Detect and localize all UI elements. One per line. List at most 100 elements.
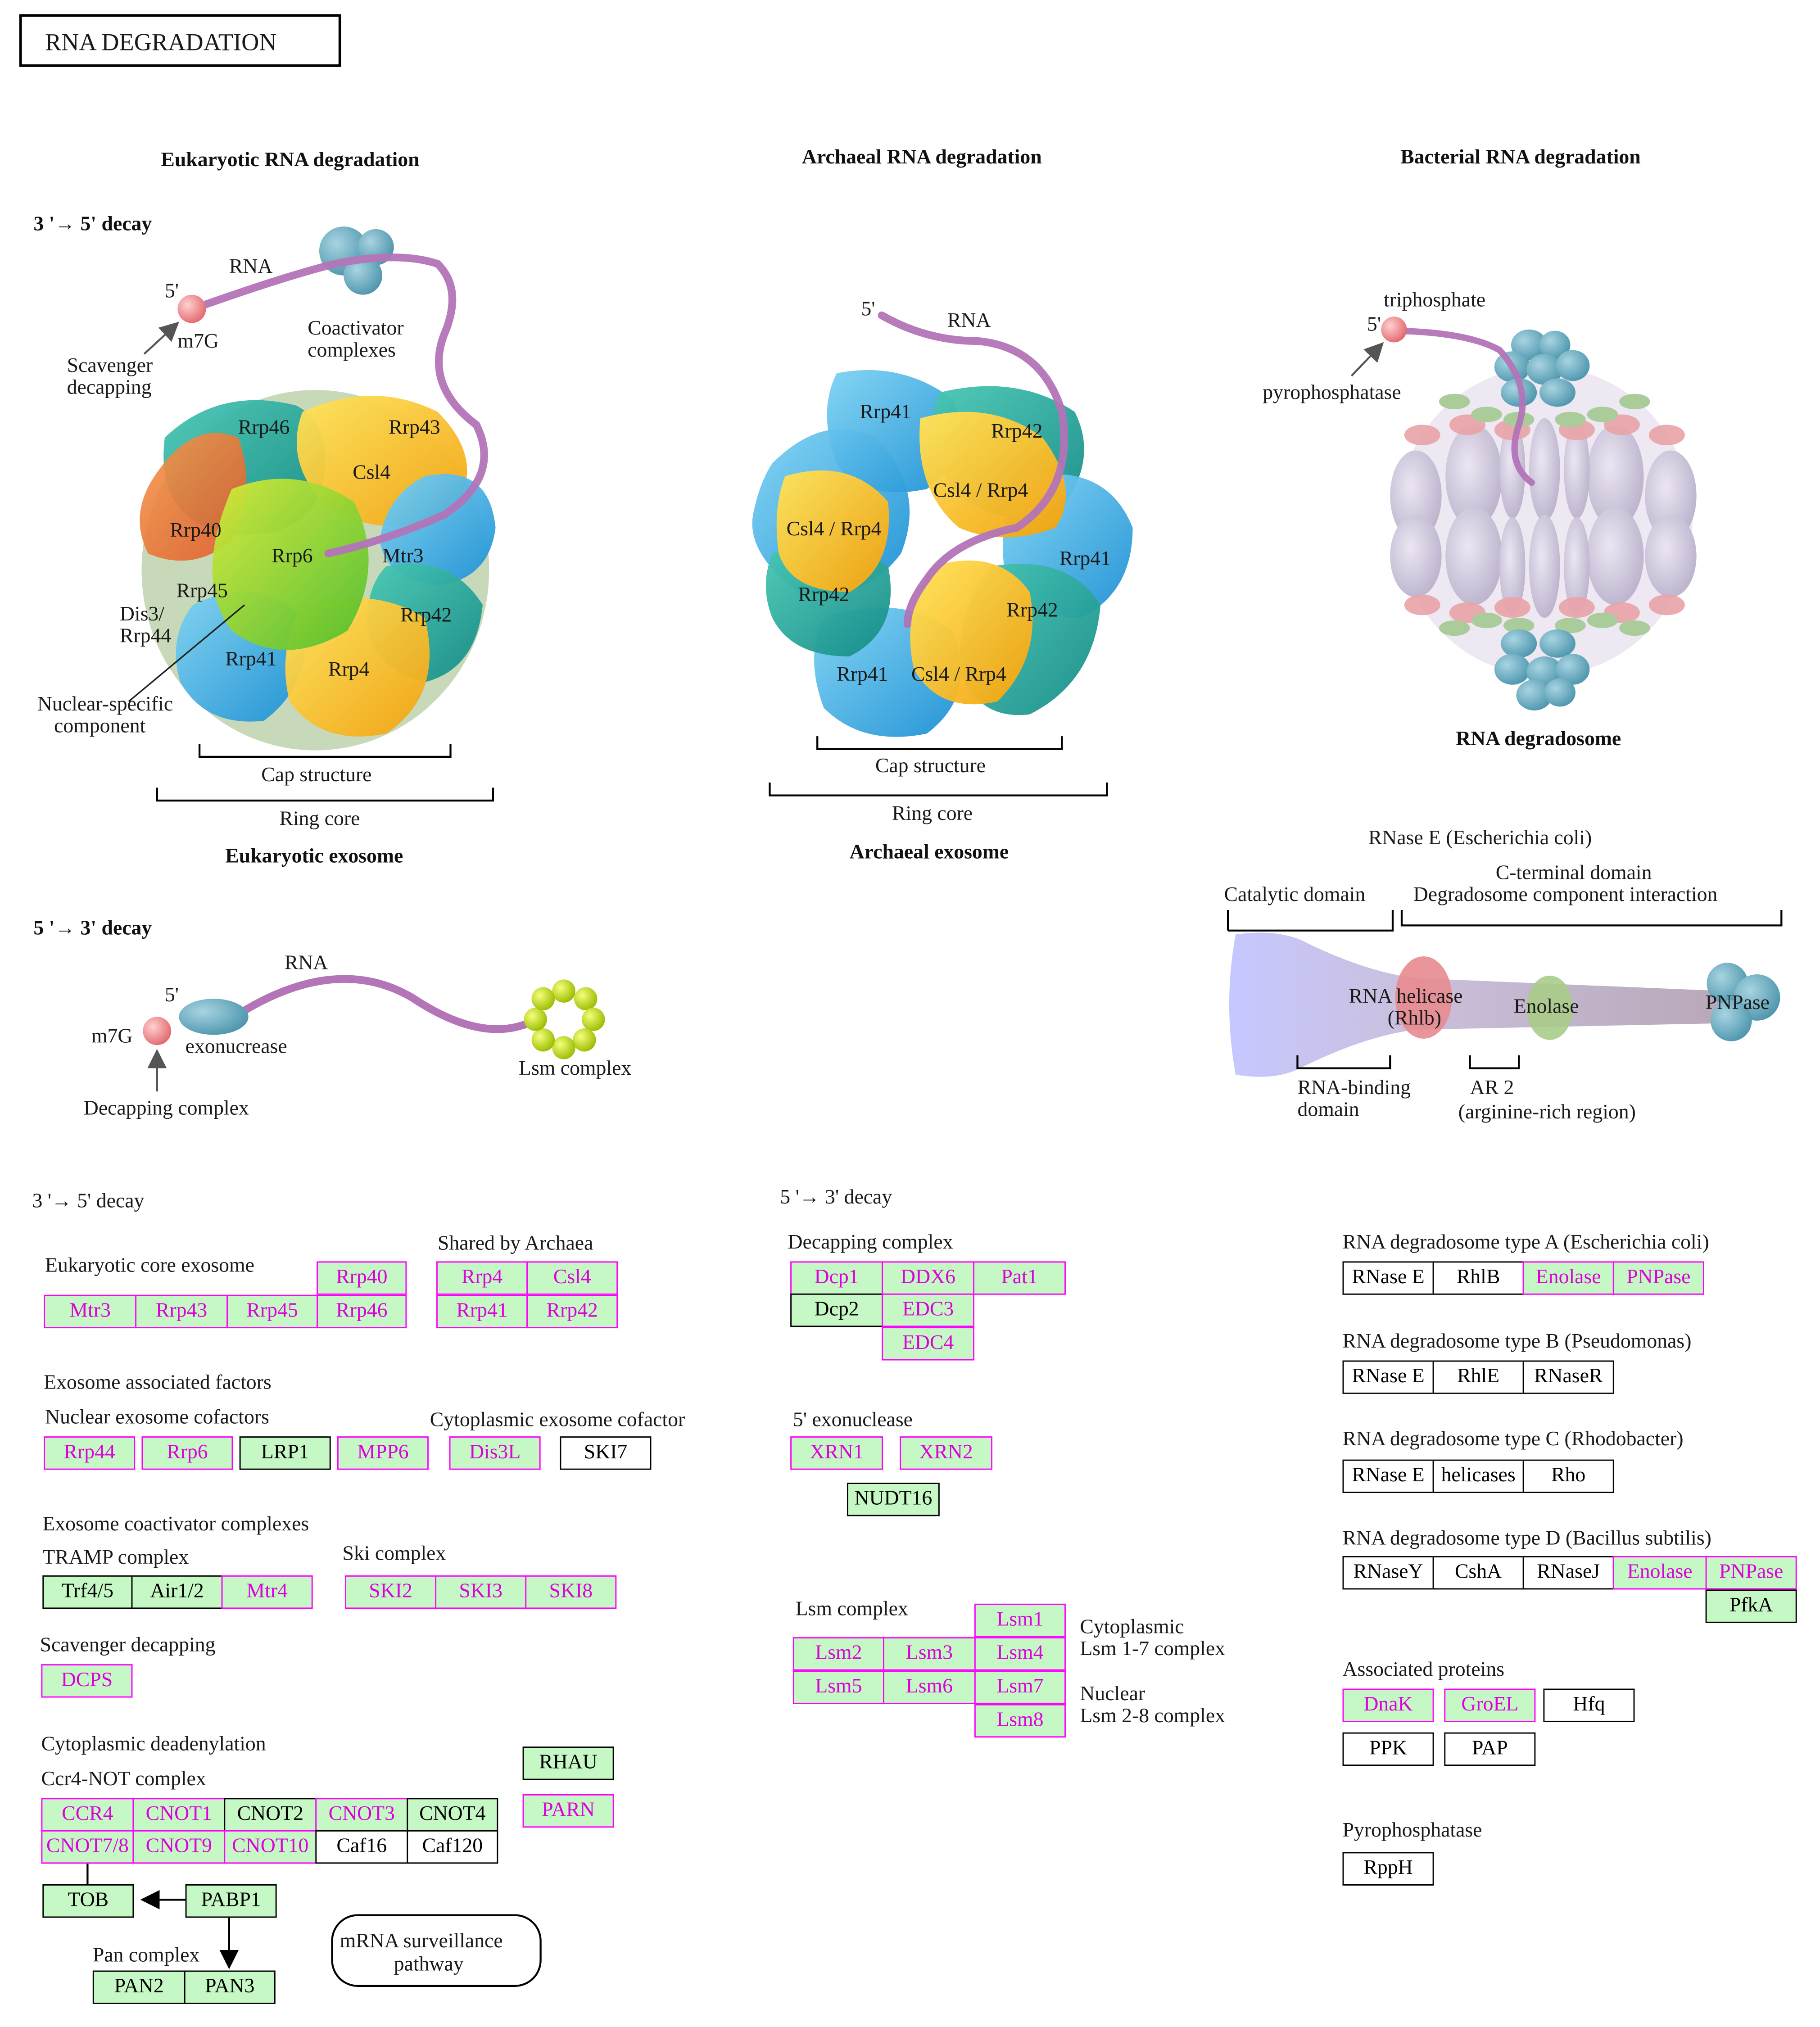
- gene-RhlB[interactable]: RhlB: [1432, 1261, 1524, 1295]
- gene-Enolase-A[interactable]: Enolase: [1522, 1261, 1614, 1295]
- arch-rrp41-bottom: Rrp41: [837, 664, 888, 686]
- gene-Rrp43[interactable]: Rrp43: [135, 1294, 228, 1329]
- gene-SKI2[interactable]: SKI2: [345, 1575, 437, 1609]
- gene-XRN1[interactable]: XRN1: [790, 1436, 883, 1470]
- arch-rrp42-left: Rrp42: [798, 584, 850, 606]
- gene-CNOT4[interactable]: CNOT4: [407, 1798, 498, 1832]
- gene-Lsm7[interactable]: Lsm7: [974, 1670, 1066, 1704]
- gene-Dis3L[interactable]: Dis3L: [449, 1436, 541, 1470]
- gene-PAN2[interactable]: PAN2: [92, 1970, 186, 2004]
- gene-RHAU[interactable]: RHAU: [522, 1746, 614, 1780]
- gene-Rrp6[interactable]: Rrp6: [141, 1436, 233, 1470]
- gene-SKI3[interactable]: SKI3: [435, 1575, 527, 1609]
- gene-TOB[interactable]: TOB: [42, 1884, 134, 1918]
- decay53-illustration: [143, 975, 605, 1092]
- section-decapping: Decapping complex: [788, 1231, 953, 1254]
- gene-RppH[interactable]: RppH: [1342, 1852, 1434, 1886]
- d53-m7g: m7G: [91, 1026, 133, 1048]
- gene-CNOT78[interactable]: CNOT7/8: [41, 1830, 134, 1864]
- gene-Dcp2[interactable]: Dcp2: [790, 1293, 883, 1327]
- gene-PABP1[interactable]: PABP1: [185, 1884, 277, 1918]
- gene-PNPase-D[interactable]: PNPase: [1705, 1556, 1797, 1590]
- d53-exonuclease: exonucrease: [185, 1036, 287, 1058]
- gene-Air12[interactable]: Air1/2: [131, 1575, 223, 1609]
- gene-CNOT9[interactable]: CNOT9: [132, 1830, 226, 1864]
- gene-Rrp41[interactable]: Rrp41: [436, 1294, 528, 1329]
- gene-RNaseE-A[interactable]: RNase E: [1342, 1261, 1434, 1295]
- gene-PAN3[interactable]: PAN3: [184, 1970, 276, 2004]
- gene-Rrp46[interactable]: Rrp46: [317, 1294, 407, 1329]
- section-deadenylation: Cytoplasmic deadenylation: [41, 1733, 266, 1756]
- euk-rrp43: Rrp43: [389, 417, 440, 439]
- gene-Rho[interactable]: Rho: [1522, 1459, 1614, 1493]
- header-eukaryotic: Eukaryotic RNA degradation: [161, 149, 420, 172]
- gene-PNPase-A[interactable]: PNPase: [1612, 1261, 1704, 1295]
- gene-Csl4[interactable]: Csl4: [526, 1261, 618, 1295]
- gene-Mtr4[interactable]: Mtr4: [221, 1575, 313, 1609]
- euk-complexes: complexes: [308, 339, 396, 362]
- gene-PARN[interactable]: PARN: [522, 1794, 614, 1828]
- section-ccr4-not: Ccr4-NOT complex: [41, 1768, 206, 1791]
- gene-Caf16[interactable]: Caf16: [315, 1830, 408, 1864]
- gene-GroEL[interactable]: GroEL: [1444, 1688, 1536, 1722]
- gene-CNOT1[interactable]: CNOT1: [132, 1798, 226, 1832]
- gene-SKI8[interactable]: SKI8: [525, 1575, 617, 1609]
- gene-DDX6[interactable]: DDX6: [882, 1261, 974, 1295]
- gene-helicases[interactable]: helicases: [1432, 1459, 1524, 1493]
- gene-Lsm4[interactable]: Lsm4: [974, 1637, 1066, 1671]
- gene-MPP6[interactable]: MPP6: [337, 1436, 429, 1470]
- gene-RNaseR[interactable]: RNaseR: [1522, 1360, 1614, 1394]
- gene-EDC4[interactable]: EDC4: [882, 1327, 974, 1361]
- gene-Rrp45[interactable]: Rrp45: [226, 1294, 318, 1329]
- gene-Rrp40[interactable]: Rrp40: [317, 1261, 407, 1295]
- gene-Rrp44[interactable]: Rrp44: [44, 1436, 136, 1470]
- section-coactivator: Exosome coactivator complexes: [42, 1513, 309, 1536]
- gene-Lsm5[interactable]: Lsm5: [792, 1670, 884, 1704]
- section-typeC: RNA degradosome type C (Rhodobacter): [1342, 1429, 1684, 1451]
- rnase-rhlb: (Rhlb): [1387, 1008, 1442, 1030]
- gene-Lsm6[interactable]: Lsm6: [883, 1670, 976, 1704]
- gene-EDC3[interactable]: EDC3: [882, 1293, 974, 1327]
- gene-Enolase-D[interactable]: Enolase: [1612, 1556, 1707, 1590]
- gene-Pat1[interactable]: Pat1: [973, 1261, 1066, 1295]
- gene-Hfq[interactable]: Hfq: [1543, 1688, 1635, 1722]
- gene-PfkA[interactable]: PfkA: [1705, 1589, 1797, 1623]
- section-cyto-cofactor: Cytoplasmic exosome cofactor: [430, 1409, 685, 1431]
- gene-CNOT3[interactable]: CNOT3: [315, 1798, 408, 1832]
- gene-RNaseE-B[interactable]: RNase E: [1342, 1360, 1434, 1394]
- gene-XRN2[interactable]: XRN2: [900, 1436, 992, 1470]
- section-decay35: 3 '→ 5' decay: [32, 1190, 145, 1213]
- rnase-binding-domain: domain: [1297, 1099, 1359, 1121]
- gene-SKI7[interactable]: SKI7: [560, 1436, 652, 1470]
- gene-RNaseY[interactable]: RNaseY: [1342, 1556, 1434, 1590]
- gene-RNaseJ[interactable]: RNaseJ: [1522, 1556, 1614, 1590]
- gene-PPK[interactable]: PPK: [1342, 1732, 1434, 1766]
- section-scavenger: Scavenger decapping: [40, 1634, 216, 1657]
- gene-Dcp1[interactable]: Dcp1: [790, 1261, 883, 1295]
- euk-rrp42: Rrp42: [400, 605, 452, 627]
- gene-LRP1[interactable]: LRP1: [239, 1436, 331, 1470]
- gene-NUDT16[interactable]: NUDT16: [847, 1483, 940, 1516]
- gene-RhlE[interactable]: RhlE: [1432, 1360, 1524, 1394]
- euk-m7g: m7G: [177, 330, 219, 353]
- gene-Rrp42[interactable]: Rrp42: [526, 1294, 618, 1329]
- gene-PAP[interactable]: PAP: [1444, 1732, 1536, 1766]
- gene-Lsm8[interactable]: Lsm8: [974, 1704, 1066, 1738]
- euk-cap-structure: Cap structure: [261, 765, 372, 787]
- gene-CCR4[interactable]: CCR4: [41, 1798, 134, 1832]
- gene-Lsm2[interactable]: Lsm2: [792, 1637, 884, 1671]
- gene-RNaseE-C[interactable]: RNase E: [1342, 1459, 1434, 1493]
- gene-CNOT2[interactable]: CNOT2: [224, 1798, 317, 1832]
- gene-Lsm3[interactable]: Lsm3: [883, 1637, 976, 1671]
- gene-Trf45[interactable]: Trf4/5: [42, 1575, 133, 1609]
- gene-DnaK[interactable]: DnaK: [1342, 1688, 1434, 1722]
- mrna-surveillance-link[interactable]: [331, 1914, 542, 1987]
- gene-CshA[interactable]: CshA: [1432, 1556, 1524, 1590]
- gene-Rrp4[interactable]: Rrp4: [436, 1261, 528, 1295]
- gene-Caf120[interactable]: Caf120: [407, 1830, 498, 1864]
- gene-CNOT10[interactable]: CNOT10: [224, 1830, 317, 1864]
- gene-Mtr3[interactable]: Mtr3: [44, 1294, 137, 1329]
- archaeal-exosome-illustration: [752, 311, 1133, 796]
- gene-DCPS[interactable]: DCPS: [41, 1664, 133, 1698]
- gene-Lsm1[interactable]: Lsm1: [974, 1603, 1066, 1638]
